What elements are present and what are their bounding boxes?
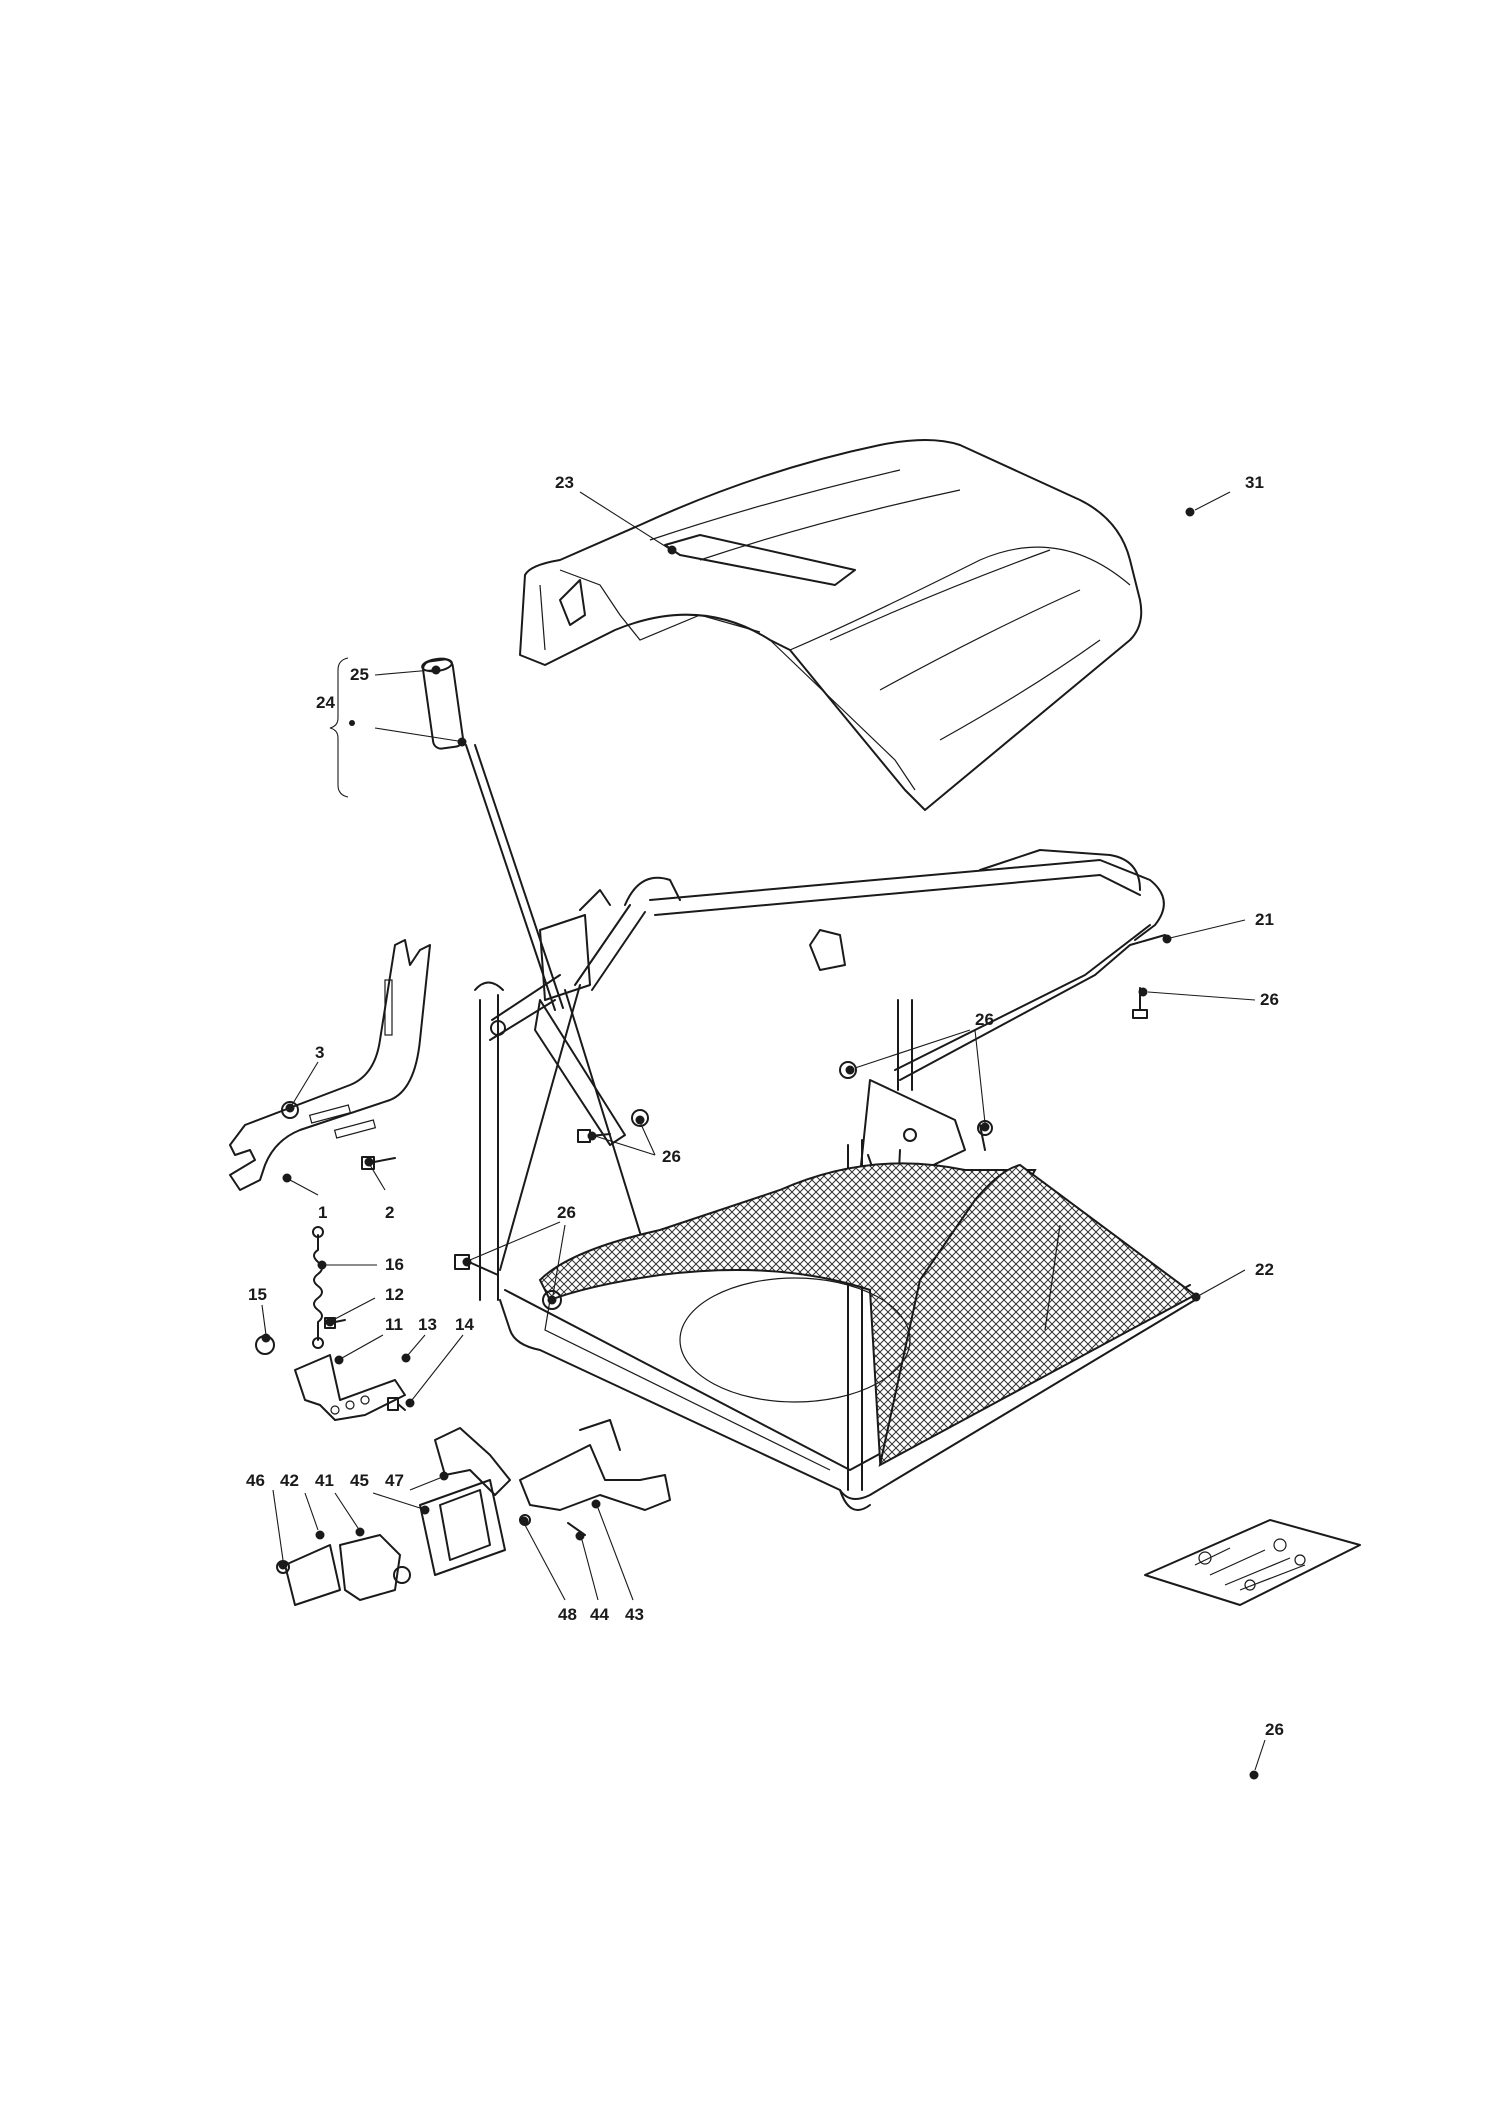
- bag-cover-part: [519, 439, 1143, 811]
- callout-26-c: 26: [662, 1147, 681, 1166]
- callout-41: 41: [315, 1471, 334, 1490]
- callout-26-d: 26: [557, 1203, 576, 1222]
- callout-21: 21: [1255, 910, 1274, 929]
- callout-1: 1: [318, 1203, 327, 1222]
- callout-45: 45: [350, 1471, 369, 1490]
- callout-48: 48: [558, 1605, 577, 1624]
- callout-12: 12: [385, 1285, 404, 1304]
- callout-14: 14: [455, 1315, 474, 1334]
- callout-15: 15: [248, 1285, 267, 1304]
- cover-handle-part: [559, 534, 856, 626]
- callout-42: 42: [280, 1471, 299, 1490]
- callout-labels: 23 31 25 24 21 26 26 26 26 22 3 1 2 16 1…: [246, 473, 1284, 1739]
- callout-47: 47: [385, 1471, 404, 1490]
- callout-22: 22: [1255, 1260, 1274, 1279]
- callout-25: 25: [350, 665, 369, 684]
- callout-16: 16: [385, 1255, 404, 1274]
- hardware-bag-part: [1144, 1519, 1361, 1606]
- latch-assembly-part: [276, 1419, 671, 1606]
- callout-23: 23: [555, 473, 574, 492]
- callout-2: 2: [385, 1203, 394, 1222]
- mesh-bag-part: [538, 1162, 1197, 1471]
- callout-31: 31: [1245, 473, 1264, 492]
- leader-lines: [261, 491, 1266, 1780]
- callout-24: 24: [316, 693, 335, 712]
- callout-26-b: 26: [975, 1010, 994, 1029]
- callout-26-e: 26: [1265, 1720, 1284, 1739]
- callout-43: 43: [625, 1605, 644, 1624]
- callout-44: 44: [590, 1605, 609, 1624]
- callout-46: 46: [246, 1471, 265, 1490]
- callout-26-a: 26: [1260, 990, 1279, 1009]
- callout-13: 13: [418, 1315, 437, 1334]
- height-plate-part: [229, 939, 431, 1191]
- callout-11: 11: [385, 1315, 403, 1334]
- lever-part: [421, 657, 626, 1146]
- callout-3: 3: [315, 1043, 324, 1062]
